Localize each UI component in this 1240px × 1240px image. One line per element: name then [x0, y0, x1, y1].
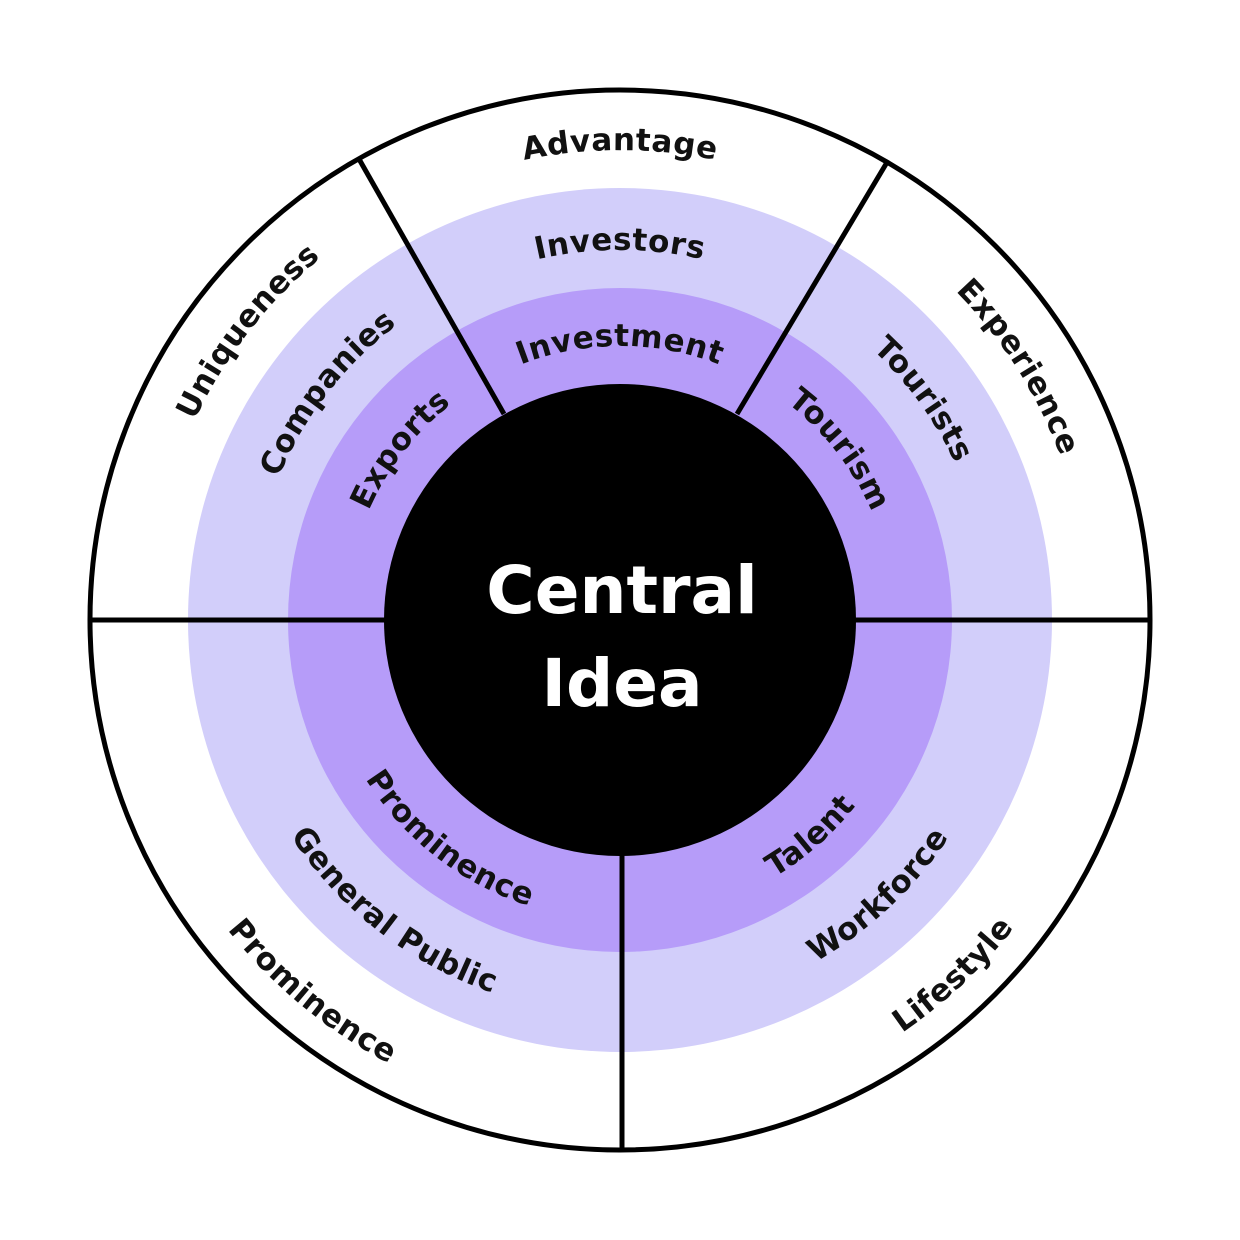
center-title-line2: Idea — [541, 645, 702, 722]
sector-dividers — [90, 157, 1150, 1150]
divider-top-left — [356, 157, 507, 416]
central-core — [384, 384, 856, 856]
center-title-line1: Central — [486, 552, 757, 629]
divider-top-right — [734, 162, 889, 416]
